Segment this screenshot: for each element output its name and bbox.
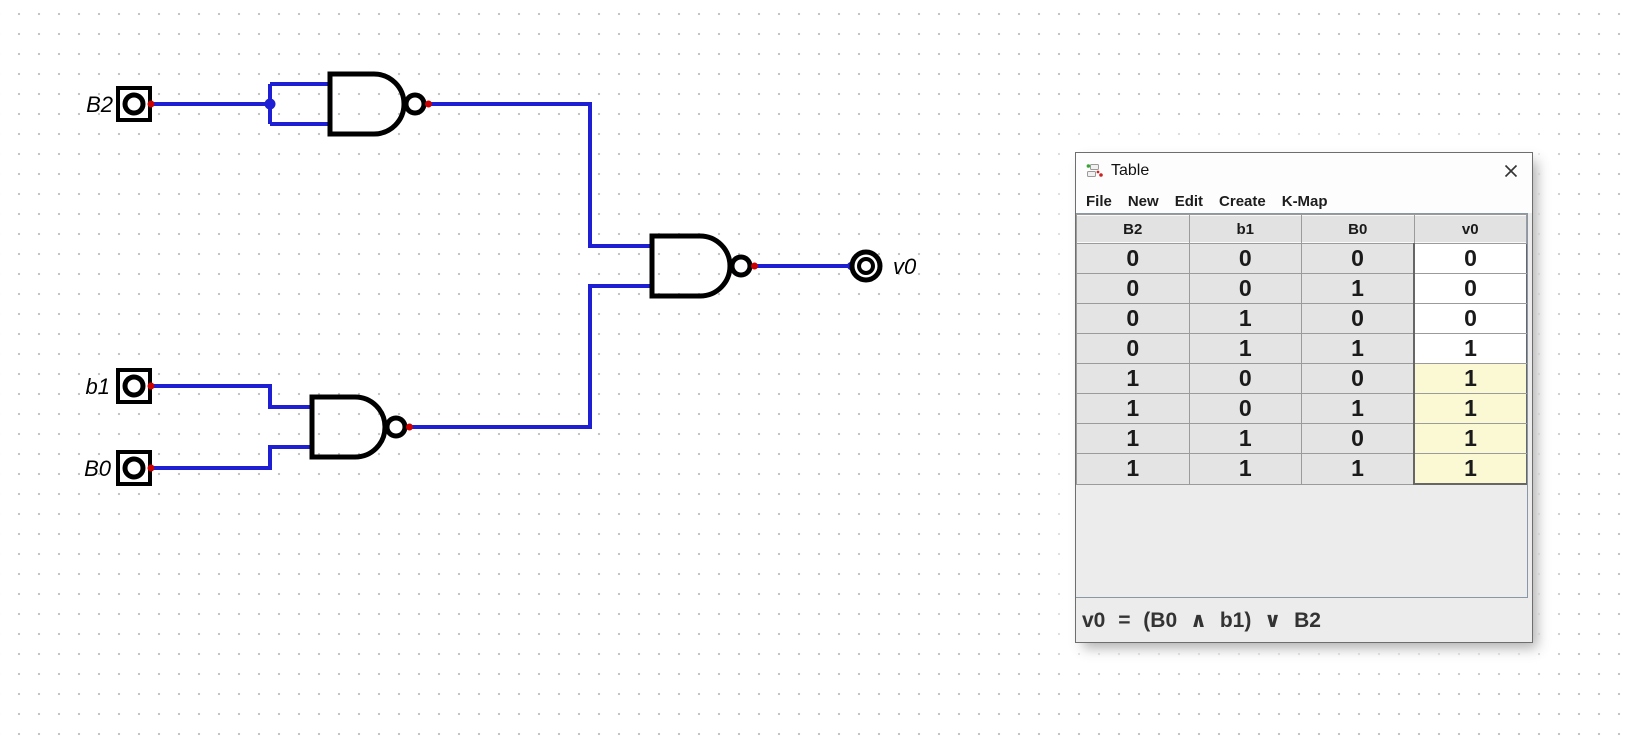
pin-connector-dot	[147, 464, 155, 472]
nand-gate-3[interactable]	[649, 233, 758, 299]
truth-cell-input: 0	[1301, 243, 1415, 274]
truth-cell-input: 0	[1301, 363, 1415, 394]
truth-cell-input: 1	[1076, 393, 1190, 424]
truth-cell-input: 1	[1301, 453, 1415, 485]
truth-cell-input: 1	[1188, 423, 1302, 454]
truth-cell-input: 1	[1188, 303, 1302, 334]
truth-cell-input: 0	[1076, 243, 1190, 274]
gate-output-dot	[425, 100, 432, 108]
table-window-titlebar[interactable]: Table	[1076, 153, 1532, 189]
menu-item-create[interactable]: Create	[1219, 192, 1266, 210]
input-label-b0: B0	[84, 456, 112, 481]
input-label-b1: b1	[86, 374, 110, 399]
truth-cell-v0[interactable]: 0	[1413, 273, 1527, 304]
truth-cell-input: 0	[1076, 303, 1190, 334]
input-pin-b1[interactable]	[116, 368, 155, 404]
table-window: Table File New Edit Create K-Map B2 b1 B…	[1075, 152, 1533, 643]
column-header-b0: B0	[1301, 214, 1415, 244]
window-title: Table	[1111, 162, 1150, 179]
truth-cell-v0[interactable]: 0	[1413, 303, 1527, 334]
truth-cell-v0[interactable]: 1	[1413, 453, 1527, 485]
truth-cell-input: 0	[1076, 333, 1190, 364]
truth-cell-input: 0	[1188, 363, 1302, 394]
truth-cell-input: 1	[1188, 453, 1302, 485]
close-button[interactable]	[1500, 160, 1522, 182]
menu-item-edit[interactable]: Edit	[1174, 192, 1204, 210]
negation-bubble	[729, 254, 753, 278]
truth-cell-input: 1	[1188, 333, 1302, 364]
truth-cell-v0[interactable]: 1	[1413, 333, 1527, 364]
truth-cell-input: 0	[1301, 303, 1415, 334]
digital-logo-icon	[1086, 163, 1103, 177]
expression-bar: v0 = (B0 ∧ b1) ∨ B2	[1076, 598, 1532, 642]
column-header-b2: B2	[1076, 214, 1190, 244]
truth-cell-input: 0	[1188, 243, 1302, 274]
truth-cell-input: 1	[1076, 363, 1190, 394]
gate-output-dot	[406, 423, 413, 431]
wire-nand2-to-nand3[interactable]	[409, 284, 654, 429]
menu-item-kmap[interactable]: K-Map	[1281, 192, 1328, 210]
wire-net-b0[interactable]	[151, 445, 314, 470]
input-pin-b2[interactable]	[116, 86, 155, 122]
truth-cell-v0[interactable]: 1	[1413, 363, 1527, 394]
truth-cell-v0[interactable]: 1	[1413, 423, 1527, 454]
truth-cell-input: 0	[1301, 423, 1415, 454]
output-pin-v0[interactable]	[849, 249, 883, 283]
wire-nand1-to-nand3[interactable]	[428, 102, 654, 248]
truth-cell-input: 0	[1188, 393, 1302, 424]
wire-net-b1[interactable]	[151, 384, 314, 409]
column-header-v0: v0	[1413, 214, 1527, 244]
truth-table-header-row: B2 b1 B0 v0	[1076, 214, 1527, 244]
truth-cell-input: 1	[1301, 393, 1415, 424]
nand-gate-1[interactable]	[327, 71, 432, 137]
wire-junction-dot	[264, 98, 276, 110]
pin-connector-dot	[147, 100, 155, 108]
nand-gate-2[interactable]	[309, 394, 413, 460]
truth-cell-input: 1	[1076, 453, 1190, 485]
negation-bubble	[384, 415, 408, 439]
truth-cell-input: 0	[1188, 273, 1302, 304]
table-empty-area	[1076, 485, 1527, 597]
wire-net-b2[interactable]	[151, 82, 332, 126]
truth-cell-input: 1	[1301, 273, 1415, 304]
truth-cell-input: 1	[1076, 423, 1190, 454]
wire-nand3-to-v0[interactable]	[754, 262, 855, 270]
table-window-menubar: File New Edit Create K-Map	[1076, 189, 1532, 213]
input-pin-b0[interactable]	[116, 450, 155, 486]
truth-cell-v0[interactable]: 0	[1413, 243, 1527, 274]
negation-bubble	[403, 92, 427, 116]
menu-item-file[interactable]: File	[1086, 192, 1112, 210]
input-label-b2: B2	[86, 92, 113, 117]
truth-cell-input: 1	[1301, 333, 1415, 364]
pin-connector-dot	[147, 382, 155, 390]
truth-cell-input: 0	[1076, 273, 1190, 304]
gate-output-dot	[751, 262, 758, 270]
output-label-v0: v0	[893, 254, 917, 279]
column-header-b1: b1	[1188, 214, 1302, 244]
x-close-icon	[1504, 164, 1518, 178]
expression-text: v0 = (B0 ∧ b1) ∨ B2	[1082, 608, 1321, 632]
menu-item-new[interactable]: New	[1127, 192, 1159, 210]
truth-cell-v0[interactable]: 1	[1413, 393, 1527, 424]
